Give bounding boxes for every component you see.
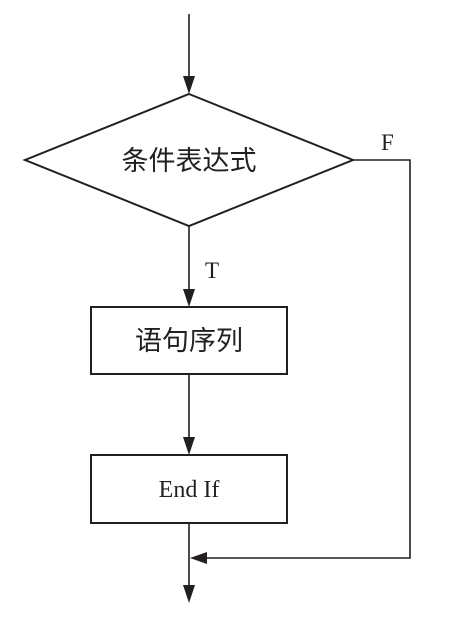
true-branch-arrow xyxy=(183,226,195,307)
false-label: F xyxy=(381,130,394,155)
end-if-box xyxy=(90,454,288,524)
statements-to-end-arrow xyxy=(183,374,195,455)
entry-arrow xyxy=(183,14,195,94)
end-if-text: End If xyxy=(159,477,220,503)
condition-text: 条件表达式 xyxy=(122,146,257,177)
false-branch-path xyxy=(190,159,411,564)
statements-text: 语句序列 xyxy=(135,326,243,357)
statements-box xyxy=(90,306,288,375)
exit-arrow xyxy=(183,523,195,603)
true-label: T xyxy=(205,258,219,283)
